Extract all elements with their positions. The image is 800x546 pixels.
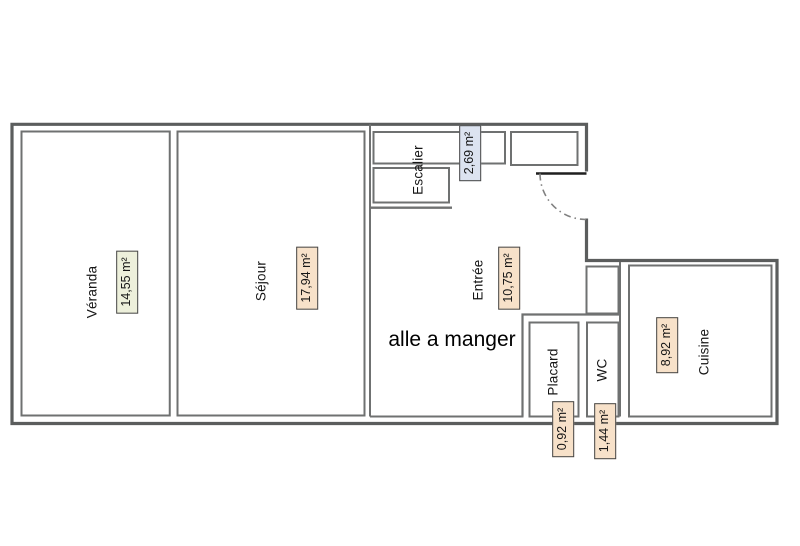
stair-tread-1 <box>372 131 506 165</box>
room-label-escalier: Escalier <box>410 145 426 195</box>
area-box-cuisine: 8,92 m² <box>655 316 678 373</box>
room-label-wc: WC <box>594 358 610 382</box>
room-label-placard: Placard <box>545 348 561 396</box>
room-label-salle-a-manger: alle a manger <box>388 328 516 351</box>
sejour-room-outline <box>176 130 366 417</box>
entry-closet-outline <box>510 131 579 166</box>
room-label-cuisine: Cuisine <box>696 328 712 376</box>
entry-door-swing-arc <box>539 173 587 221</box>
cuisine-room-outline <box>628 264 773 418</box>
veranda-room-outline <box>20 130 171 417</box>
area-box-veranda: 14,55 m² <box>115 250 138 314</box>
area-box-placard: 0,92 m² <box>552 400 574 457</box>
stair-tread-2 <box>372 167 450 204</box>
area-box-sejour: 17,94 m² <box>296 246 318 310</box>
room-label-entree: Entrée <box>470 259 486 301</box>
outer-wall <box>10 122 779 426</box>
area-box-escalier: 2,69 m² <box>459 124 481 181</box>
entry-alcove-outline <box>585 265 620 315</box>
area-box-entree: 10,75 m² <box>497 246 520 310</box>
area-box-wc: 1,44 m² <box>594 402 616 459</box>
room-label-veranda: Véranda <box>84 265 100 319</box>
room-label-sejour: Séjour <box>253 260 269 302</box>
